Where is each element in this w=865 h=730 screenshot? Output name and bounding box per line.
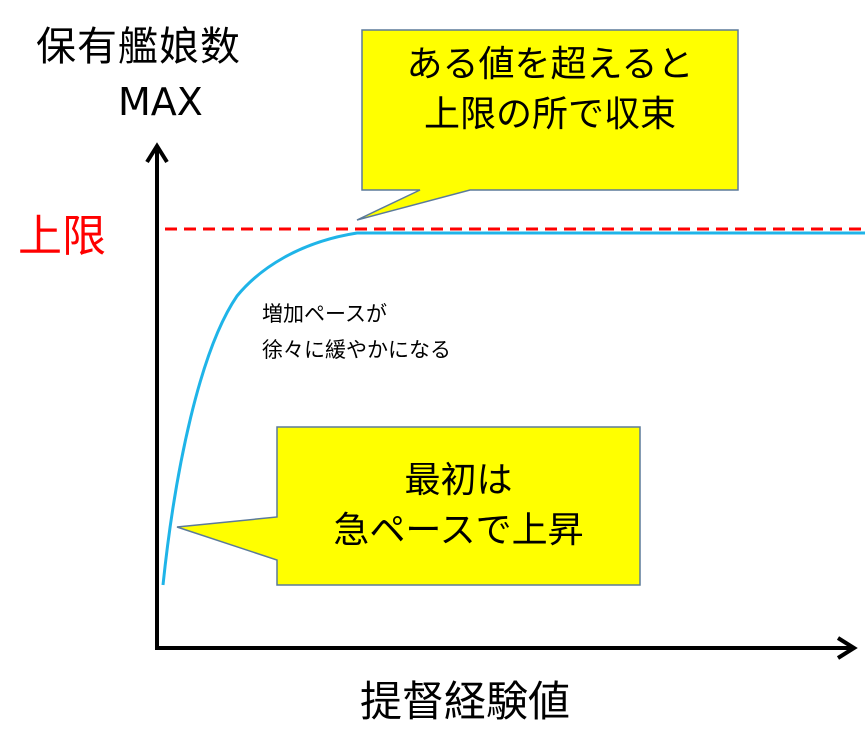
y-axis-label: 保有艦娘数 xyxy=(36,24,241,70)
callout-bottom-shape xyxy=(176,426,641,586)
x-axis-label: 提督経験値 xyxy=(360,677,571,726)
limit-label: 上限 xyxy=(18,211,106,262)
callout-bottom: 最初は 急ペースで上昇 xyxy=(277,456,640,556)
y-axis-max-label: MAX xyxy=(118,80,203,124)
note-line-1: 増加ペースが xyxy=(262,302,387,326)
y-axis-arrow-icon xyxy=(145,142,169,164)
callout-bottom-line-2: 急ペースで上昇 xyxy=(333,510,584,551)
growth-note: 増加ペースが 徐々に緩やかになる xyxy=(262,296,451,368)
callout-bottom-line-1: 最初は xyxy=(404,460,513,501)
growth-curve xyxy=(161,231,865,586)
callout-top-shape xyxy=(356,29,739,221)
x-axis-arrow-icon xyxy=(836,636,858,660)
note-line-2: 徐々に緩やかになる xyxy=(262,338,451,362)
callout-top-line-1: ある値を超えると xyxy=(406,44,694,85)
callout-top: ある値を超えると 上限の所で収束 xyxy=(362,40,738,140)
callout-top-line-2: 上限の所で収束 xyxy=(423,94,676,135)
